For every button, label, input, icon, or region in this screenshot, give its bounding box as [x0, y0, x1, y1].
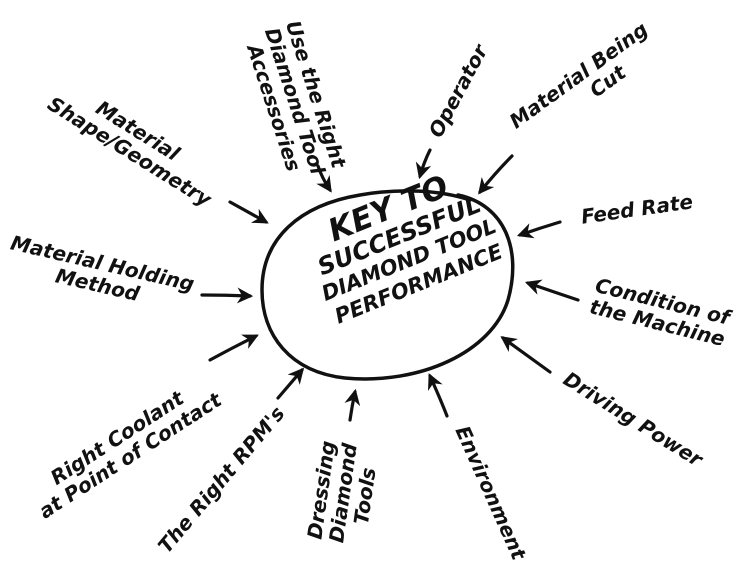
- arrow-geometry: [228, 200, 269, 224]
- arrow-material-cut: [478, 154, 514, 195]
- arrow-machine: [524, 279, 580, 302]
- arrow-driving-power: [500, 336, 552, 374]
- arrow-operator: [415, 148, 432, 180]
- arrow-accessories: [316, 164, 332, 193]
- arrow-dressing: [344, 388, 361, 422]
- arrow-coolant: [208, 334, 259, 362]
- arrow-environment: [428, 373, 449, 418]
- arrow-rpm: [276, 367, 305, 400]
- arrow-holding: [200, 287, 254, 304]
- arrow-feed-rate: [516, 220, 562, 239]
- center-ellipse: [260, 189, 515, 381]
